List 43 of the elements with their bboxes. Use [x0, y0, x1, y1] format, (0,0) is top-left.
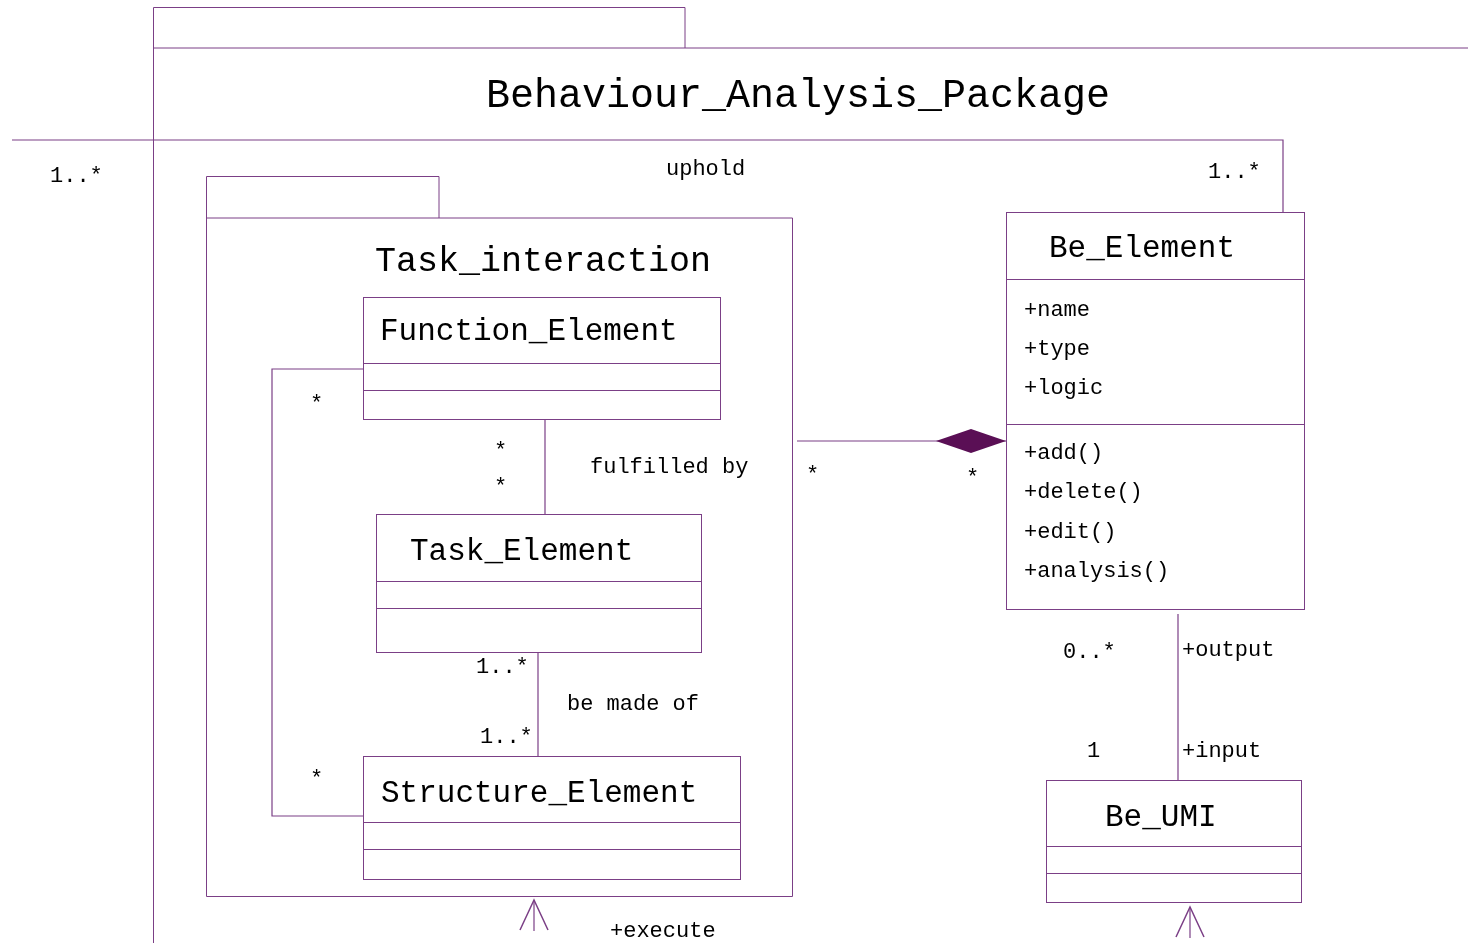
multiplicity-label: * — [966, 468, 980, 490]
association-line — [1177, 613, 1179, 781]
multiplicity-label: * — [494, 477, 508, 499]
class-attribute: +logic — [1024, 378, 1104, 400]
class-box — [1006, 212, 1305, 610]
multiplicity-label: * — [806, 465, 820, 487]
class-method: +edit() — [1024, 522, 1117, 544]
class-attribute: +name — [1024, 300, 1090, 322]
edge-label: uphold — [666, 159, 746, 181]
multiplicity-label: 1..* — [476, 657, 529, 679]
class-name: Be_Element — [1049, 233, 1236, 264]
composition-connector — [796, 429, 1007, 453]
package-title: Task_interaction — [375, 245, 712, 280]
association-line — [271, 368, 364, 817]
class-method: +delete() — [1024, 482, 1143, 504]
multiplicity-label: 1 — [1087, 741, 1101, 763]
association-line — [544, 419, 546, 515]
class-box — [1046, 780, 1302, 903]
multiplicity-label: 1..* — [50, 166, 103, 188]
class-box — [376, 514, 702, 653]
multiplicity-label: +output — [1182, 640, 1275, 662]
arrow — [519, 899, 549, 932]
class-box — [363, 297, 721, 420]
class-attribute: +type — [1024, 339, 1090, 361]
association-line — [11, 139, 1284, 213]
multiplicity-label: 1..* — [1208, 162, 1261, 184]
class-method: +add() — [1024, 443, 1104, 465]
class-method: +analysis() — [1024, 561, 1170, 583]
class-name: Function_Element — [380, 316, 678, 347]
multiplicity-label: * — [494, 441, 508, 463]
edge-label: fulfilled by — [590, 457, 749, 479]
class-box — [363, 756, 741, 880]
multiplicity-label: * — [310, 394, 324, 416]
multiplicity-label: +input — [1182, 741, 1262, 763]
arrow — [1175, 906, 1205, 939]
association-line — [537, 652, 539, 757]
multiplicity-label: 0..* — [1063, 642, 1116, 664]
class-name: Be_UMI — [1105, 802, 1217, 833]
package-title: Behaviour_Analysis_Package — [486, 77, 1111, 117]
multiplicity-label: 1..* — [480, 727, 533, 749]
multiplicity-label: * — [310, 769, 324, 791]
class-name: Structure_Element — [381, 778, 698, 809]
class-name: Task_Element — [410, 536, 634, 567]
